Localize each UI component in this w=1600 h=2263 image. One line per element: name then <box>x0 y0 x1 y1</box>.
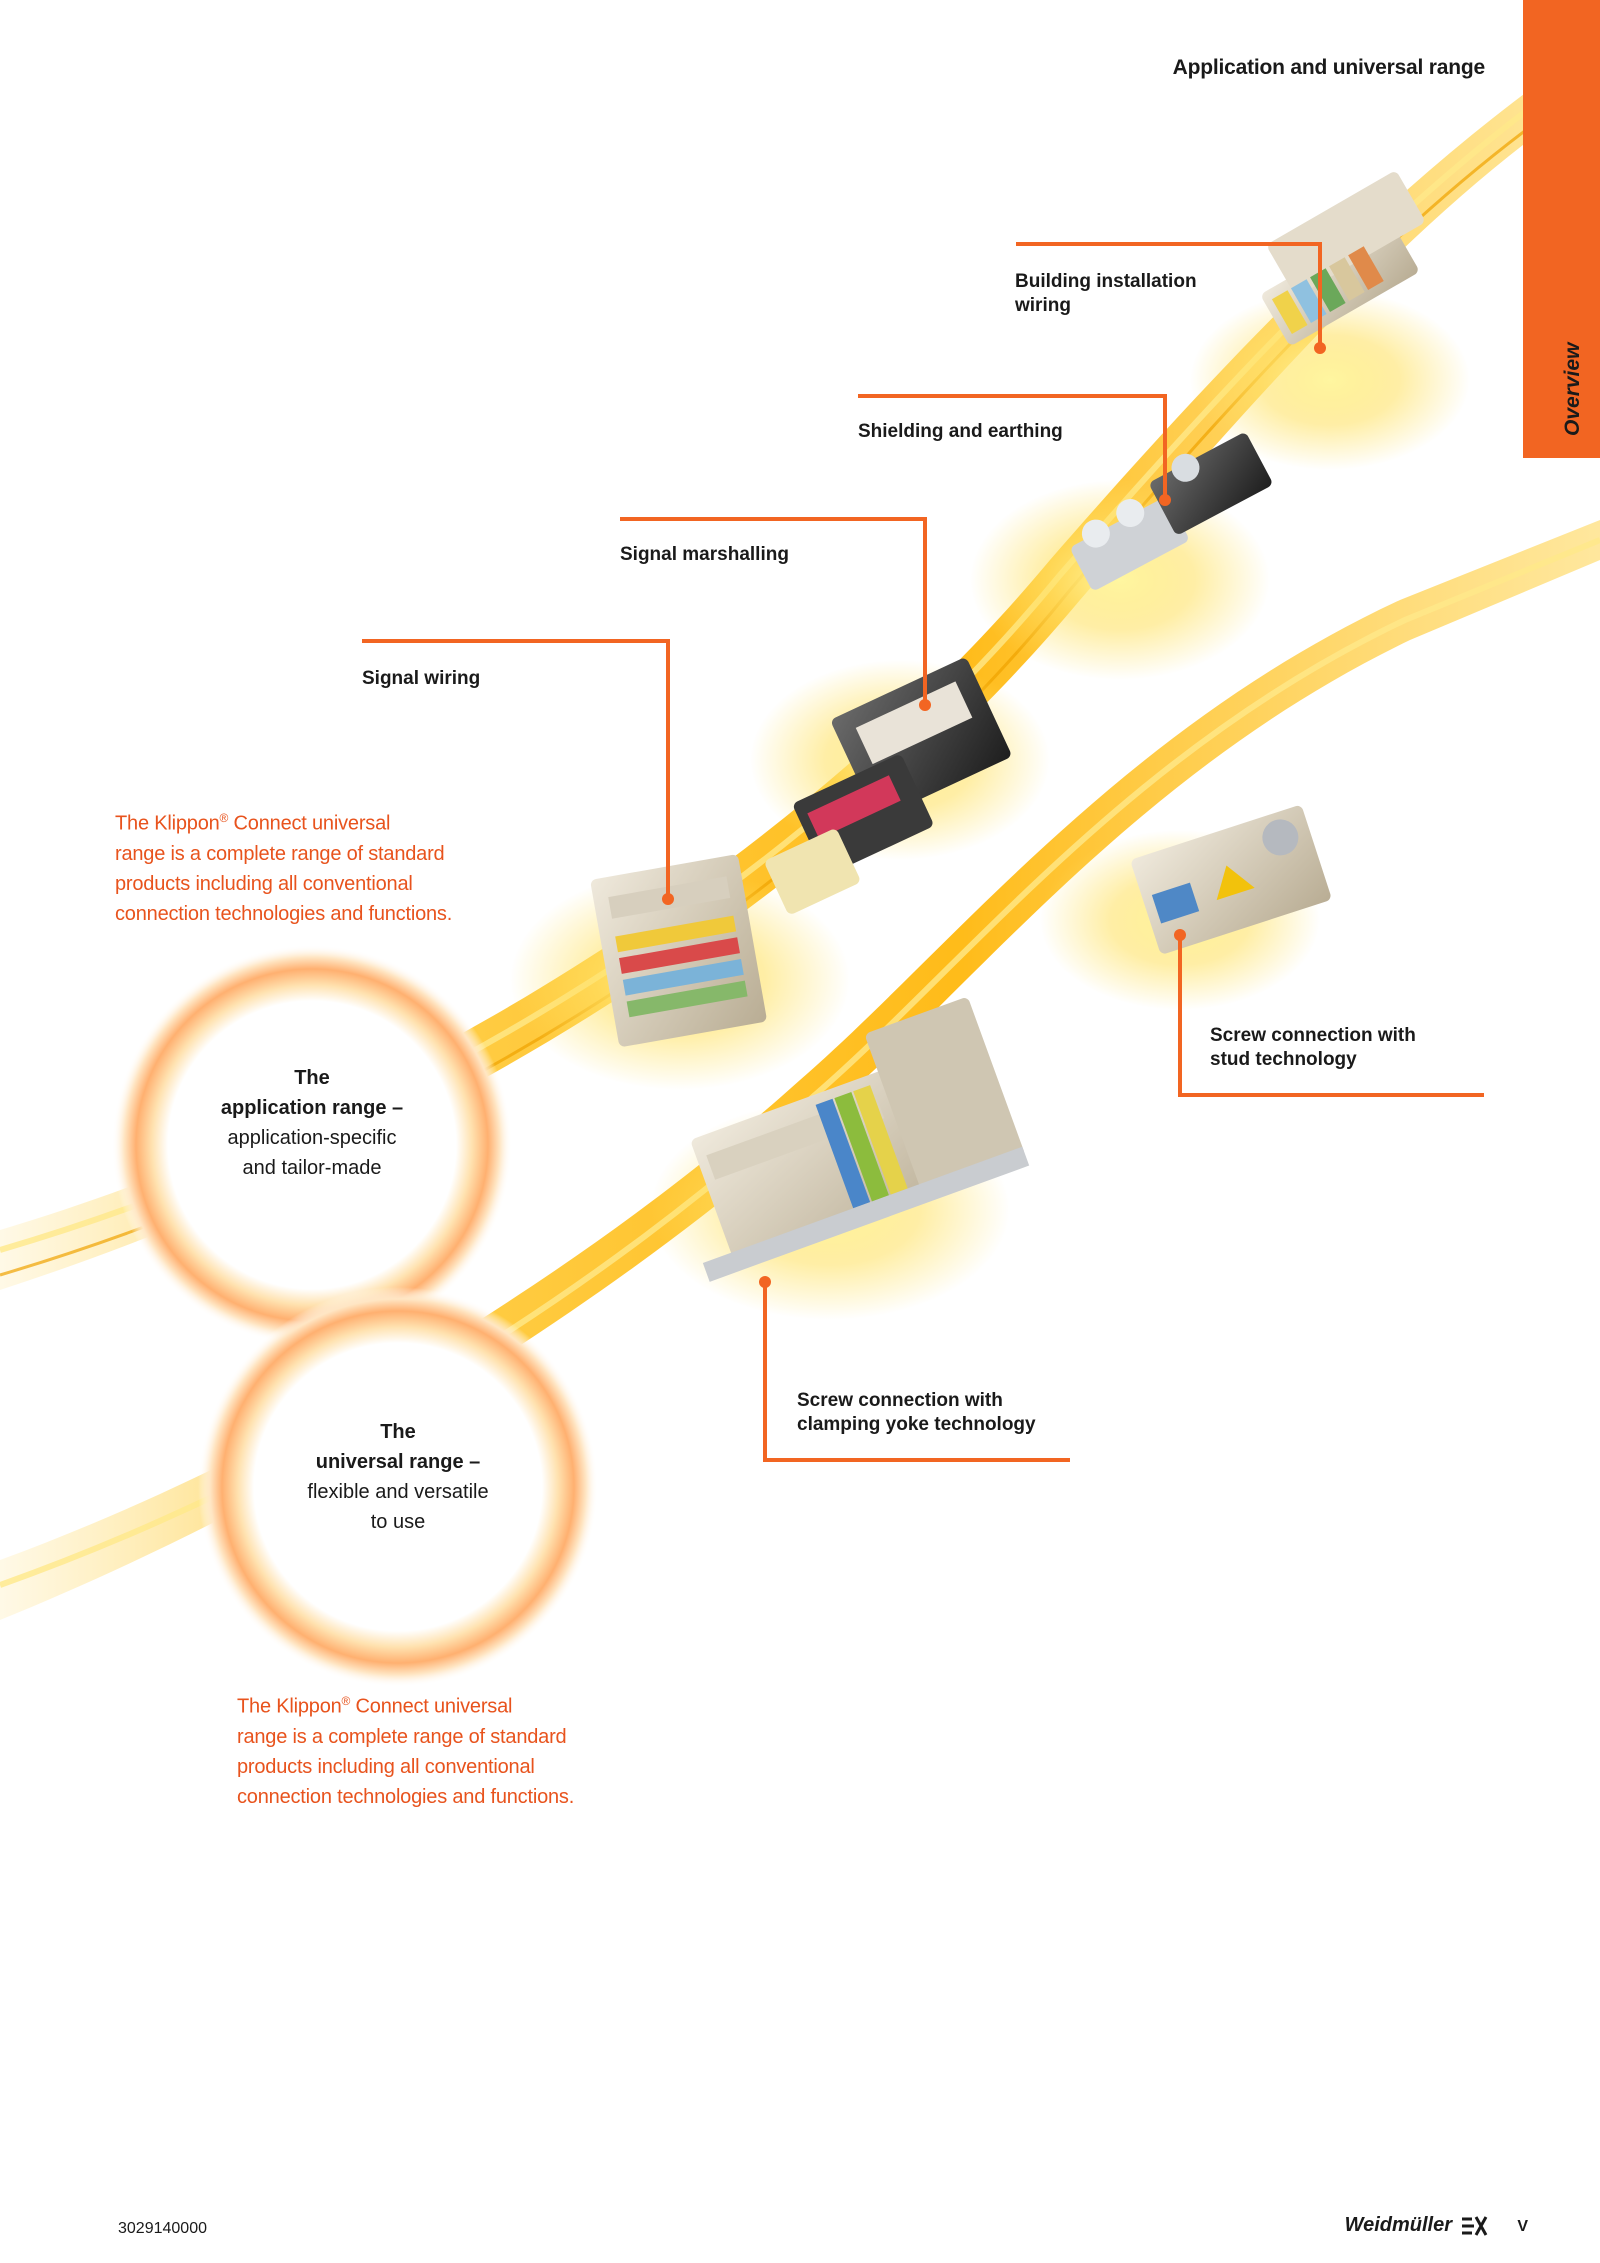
brand-mark-icon <box>1462 2215 1488 2236</box>
registered-mark: ® <box>341 1694 351 1708</box>
intro-text: connection technologies and functions. <box>237 1785 575 1808</box>
callout-screw-yoke-line1: Screw connection with <box>797 1390 1003 1411</box>
document-code: 3029140000 <box>118 2220 207 2237</box>
circle-heading: The <box>380 1421 416 1443</box>
page-number: V <box>1517 2218 1528 2235</box>
brand-name: Weidmüller <box>1344 2214 1452 2236</box>
callout-screw-yoke-line2: clamping yoke technology <box>797 1414 1036 1435</box>
callout-signal-marshalling: Signal marshalling <box>620 544 789 565</box>
callout-screw-stud: Screw connection with stud technology <box>1210 1024 1416 1072</box>
intro-text: products including all conventional <box>115 872 413 895</box>
callout-screw-stud-line1: Screw connection with <box>1210 1025 1416 1046</box>
intro-text: products including all conventional <box>237 1755 535 1778</box>
circle-text: flexible and versatile <box>307 1481 489 1503</box>
intro-text: range is a complete range of standard <box>237 1725 567 1748</box>
callout-screw-stud-line2: stud technology <box>1210 1049 1357 1070</box>
page-title: Application and universal range <box>1172 56 1486 79</box>
intro-text: The Klippon <box>237 1695 342 1718</box>
callout-shielding-earthing: Shielding and earthing <box>858 421 1063 442</box>
callout-building-installation: Building installation wiring <box>1015 271 1197 316</box>
application-range-label: The application range – application-spec… <box>172 1063 452 1183</box>
intro-paragraph-bottom: The Klippon® Connect universal range is … <box>237 1686 574 1812</box>
intro-text: Connect universal <box>350 1695 513 1718</box>
circle-heading: The <box>294 1067 330 1089</box>
intro-text: connection technologies and functions. <box>115 902 453 925</box>
universal-range-label: The universal range – flexible and versa… <box>258 1417 538 1537</box>
circle-heading: application range – <box>220 1097 404 1119</box>
circle-text: application-specific <box>227 1127 397 1149</box>
callout-screw-yoke: Screw connection with clamping yoke tech… <box>797 1389 1036 1437</box>
circle-text: to use <box>370 1511 426 1533</box>
registered-mark: ® <box>219 811 229 825</box>
section-tab: Overview <box>1523 0 1600 458</box>
circle-text: and tailor-made <box>242 1157 382 1179</box>
circle-heading: universal range – <box>315 1451 481 1473</box>
intro-text: The Klippon <box>115 812 220 835</box>
callout-signal-wiring: Signal wiring <box>362 668 481 689</box>
intro-text: range is a complete range of standard <box>115 842 445 865</box>
intro-text: Connect universal <box>228 812 391 835</box>
intro-paragraph-top: The Klippon® Connect universal range is … <box>115 803 452 929</box>
section-tab-label: Overview <box>1561 342 1584 436</box>
brand-logo: Weidmüller <box>1345 2214 1488 2237</box>
